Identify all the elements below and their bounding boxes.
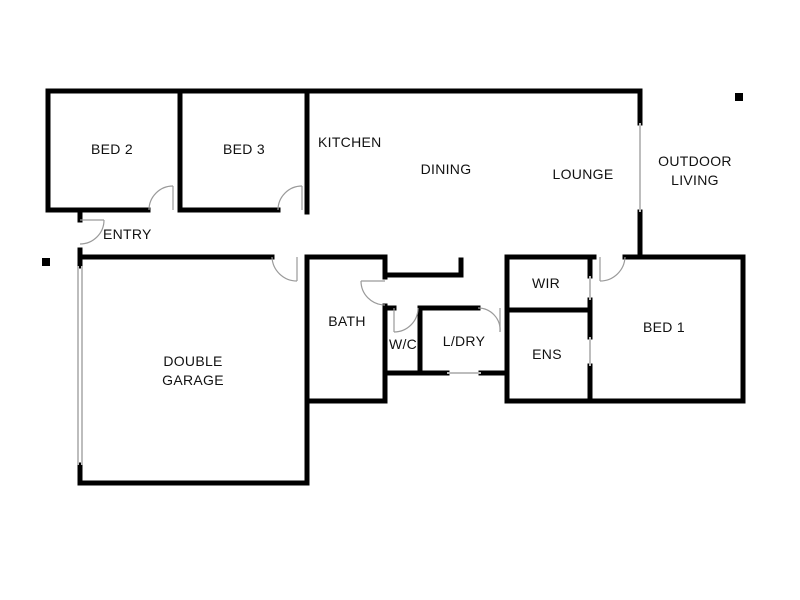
walls bbox=[45, 88, 746, 486]
label-bed3: BED 3 bbox=[223, 141, 265, 157]
label-kitchen: KITCHEN bbox=[318, 134, 382, 150]
label-double: DOUBLE bbox=[163, 353, 222, 369]
label-bed1: BED 1 bbox=[643, 319, 685, 335]
label-wir: WIR bbox=[532, 275, 560, 291]
door-bed1-swing bbox=[599, 256, 626, 282]
label-garage: GARAGE bbox=[162, 372, 224, 388]
door-wc-swing bbox=[393, 307, 419, 333]
label-living: LIVING bbox=[671, 172, 719, 188]
label-bath: BATH bbox=[328, 313, 366, 329]
label-outdoor: OUTDOOR bbox=[658, 153, 732, 169]
door-entry-swing bbox=[79, 219, 105, 245]
room-labels: BED 2 BED 3 KITCHEN DINING LOUNGE OUTDOO… bbox=[91, 134, 732, 388]
door-bed2-swing bbox=[148, 185, 174, 211]
door-garage-swing bbox=[271, 256, 298, 282]
corner-marker-left bbox=[42, 258, 50, 266]
label-dining: DINING bbox=[421, 161, 472, 177]
door-bed3-swing bbox=[277, 185, 303, 211]
label-lounge: LOUNGE bbox=[553, 166, 614, 182]
label-wc: W/C bbox=[389, 336, 417, 352]
glazing bbox=[77, 123, 641, 465]
label-entry: ENTRY bbox=[103, 226, 152, 242]
doors bbox=[79, 185, 626, 333]
label-ldry: L/DRY bbox=[443, 333, 486, 349]
door-bath-swing bbox=[360, 280, 386, 306]
corner-marker-right bbox=[735, 93, 743, 101]
label-bed2: BED 2 bbox=[91, 141, 133, 157]
label-ens: ENS bbox=[532, 346, 562, 362]
door-ldry-swing bbox=[477, 307, 501, 333]
